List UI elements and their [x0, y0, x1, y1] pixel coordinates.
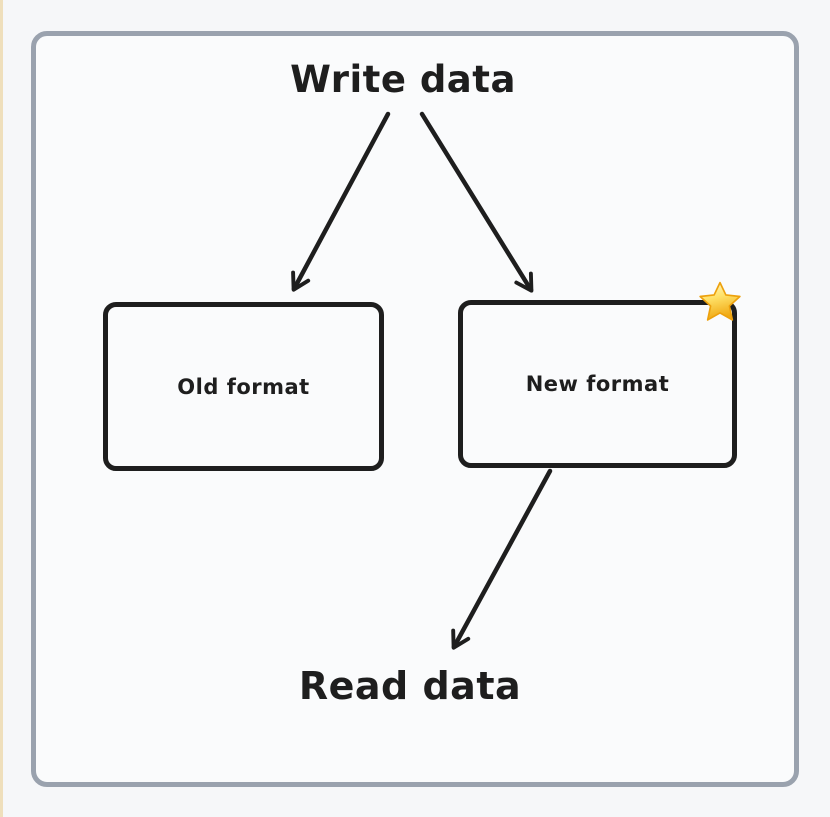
left-edge-strip — [0, 0, 3, 817]
write-data-label[interactable]: Write data — [290, 58, 516, 101]
node-new-format[interactable]: New format — [458, 300, 737, 468]
canvas-frame[interactable] — [31, 31, 799, 787]
node-new-format-label: New format — [525, 372, 670, 396]
arrow-write-to-old-format[interactable] — [291, 111, 391, 292]
read-data-label[interactable]: Read data — [298, 664, 522, 708]
arrow-new-format-to-read[interactable] — [451, 468, 553, 650]
star-icon[interactable] — [697, 280, 743, 326]
node-old-format[interactable]: Old format — [103, 302, 384, 471]
node-old-format-label: Old format — [177, 374, 310, 399]
arrow-write-to-new-format[interactable] — [419, 111, 534, 293]
